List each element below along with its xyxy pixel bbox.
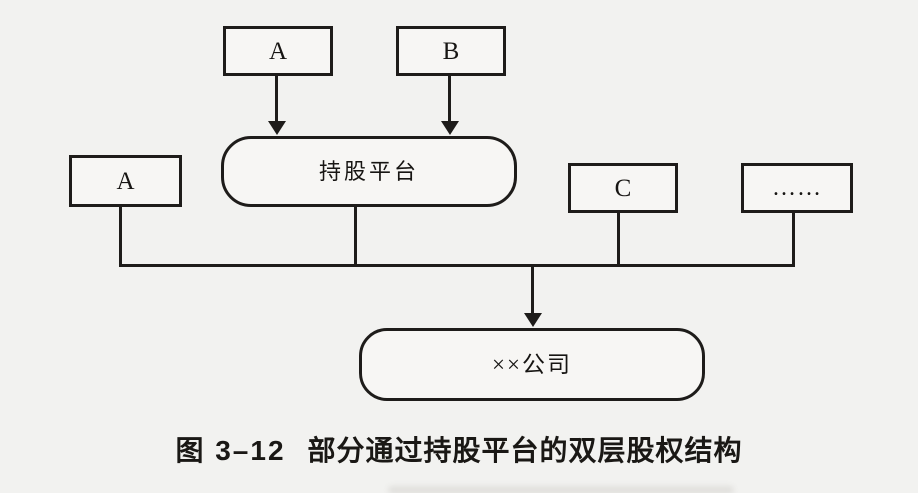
node-company: ××公司 bbox=[359, 328, 705, 401]
node-other-shareholders-label: …… bbox=[772, 175, 822, 201]
connector-c-to-bus bbox=[617, 212, 620, 266]
node-holding-platform: 持股平台 bbox=[221, 136, 517, 207]
node-company-label: ××公司 bbox=[492, 352, 572, 377]
node-shareholder-c-label: C bbox=[614, 174, 632, 202]
node-shareholder-b-top-label: B bbox=[442, 37, 460, 65]
node-shareholder-b-top: B bbox=[396, 26, 506, 76]
page-bleed-through bbox=[388, 486, 734, 493]
node-shareholder-a-top: A bbox=[223, 26, 333, 76]
figure-number: 图 3–12 bbox=[175, 435, 286, 466]
node-holding-platform-label: 持股平台 bbox=[318, 158, 419, 184]
shareholders-bus-line bbox=[119, 264, 795, 267]
connector-a-to-platform bbox=[275, 76, 278, 122]
connector-bus-to-company bbox=[531, 266, 534, 314]
node-shareholder-a-left: A bbox=[69, 155, 182, 207]
node-other-shareholders: …… bbox=[741, 163, 853, 213]
figure-caption: 图 3–12 部分通过持股平台的双层股权结构 bbox=[0, 429, 918, 469]
connector-others-to-bus bbox=[792, 212, 795, 266]
connector-b-to-platform bbox=[448, 76, 451, 122]
connector-platform-to-bus bbox=[354, 206, 357, 266]
arrowhead-down-icon bbox=[268, 121, 286, 135]
node-shareholder-a-top-label: A bbox=[268, 37, 288, 65]
connector-a-left-to-bus bbox=[119, 206, 122, 266]
figure-title: 部分通过持股平台的双层股权结构 bbox=[307, 435, 743, 466]
arrowhead-down-icon bbox=[524, 313, 542, 327]
arrowhead-down-icon bbox=[441, 121, 459, 135]
node-shareholder-c: C bbox=[568, 163, 678, 213]
node-shareholder-a-left-label: A bbox=[116, 167, 135, 195]
